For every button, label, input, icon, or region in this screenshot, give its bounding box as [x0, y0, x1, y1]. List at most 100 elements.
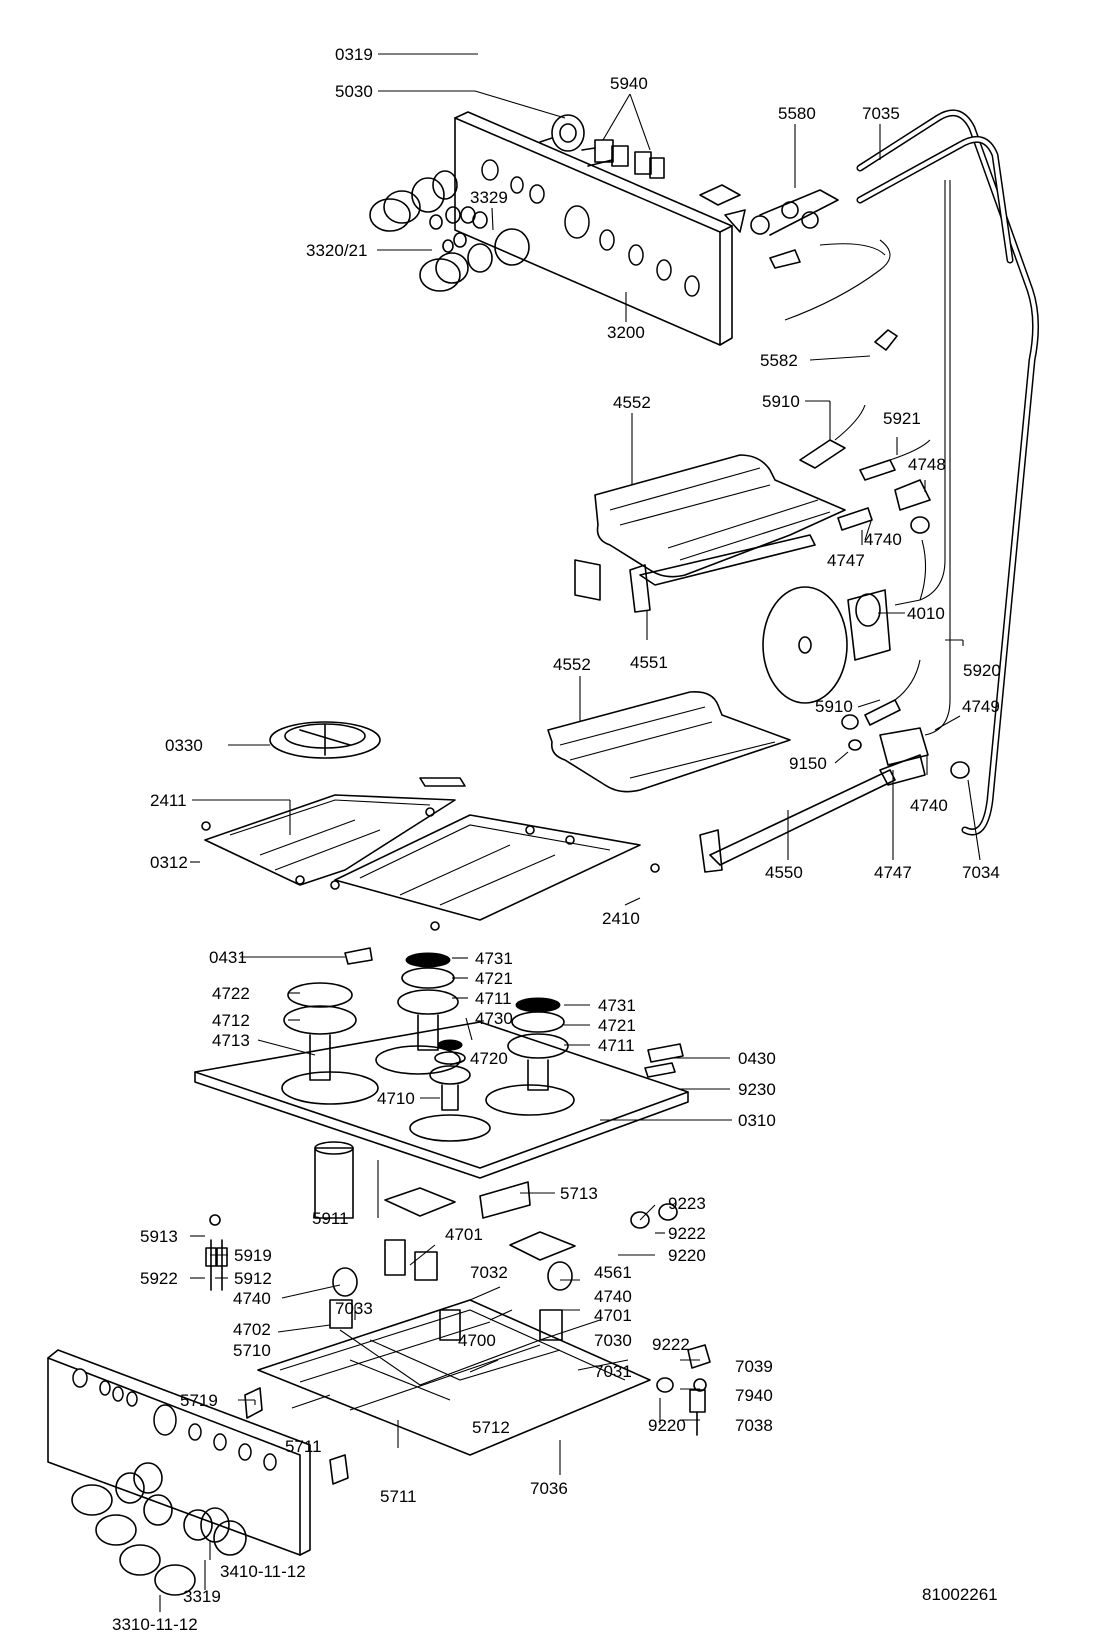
- label-4701-b: 4701: [594, 1306, 632, 1325]
- pan-support-2411: [204, 794, 456, 886]
- label-0430: 0430: [738, 1049, 776, 1068]
- rubber-feet-0312: [201, 807, 660, 931]
- label-4552-upper: 4552: [613, 393, 651, 412]
- injector-5911: [314, 1141, 354, 1219]
- label-9222-b: 9222: [652, 1335, 690, 1354]
- label-5913: 5913: [140, 1227, 178, 1246]
- label-4722: 4722: [212, 984, 250, 1003]
- label-0319: 0319: [335, 45, 373, 64]
- label-4710: 4710: [377, 1089, 415, 1108]
- label-7032: 7032: [470, 1263, 508, 1282]
- label-4701-a: 4701: [445, 1225, 483, 1244]
- label-4748: 4748: [908, 455, 946, 474]
- thermostat-5030: [539, 114, 585, 152]
- label-7038: 7038: [735, 1416, 773, 1435]
- label-5580: 5580: [778, 104, 816, 123]
- label-7031: 7031: [594, 1362, 632, 1381]
- label-2411: 2411: [150, 791, 187, 810]
- label-7034: 7034: [962, 863, 1000, 882]
- label-5711-b: 5711: [380, 1487, 417, 1506]
- label-4010: 4010: [907, 604, 945, 623]
- label-4730: 4730: [475, 1009, 513, 1028]
- label-4711-b: 4711: [598, 1036, 635, 1055]
- label-4731-a: 4731: [475, 949, 513, 968]
- label-5582: 5582: [760, 351, 798, 370]
- document-number: 81002261: [922, 1585, 998, 1604]
- label-4721-a: 4721: [475, 969, 513, 988]
- gas-pipes: [856, 109, 1040, 836]
- label-4740-upper: 4740: [864, 530, 902, 549]
- label-5910-lower: 5910: [815, 697, 853, 716]
- label-4550: 4550: [765, 863, 803, 882]
- label-9223: 9223: [668, 1194, 706, 1213]
- label-5713: 5713: [560, 1184, 598, 1203]
- electrodes-5910: [799, 404, 931, 751]
- thermocouple-5582: [784, 239, 898, 351]
- label-5910-upper: 5910: [762, 392, 800, 411]
- label-7030: 7030: [594, 1331, 632, 1350]
- label-0330: 0330: [165, 736, 203, 755]
- label-4551: 4551: [630, 653, 668, 672]
- label-5919: 5919: [234, 1246, 272, 1265]
- label-4749: 4749: [962, 697, 1000, 716]
- burner-small-4730: [429, 1039, 471, 1111]
- label-4747-lower: 4747: [874, 863, 912, 882]
- control-panel-3200: [454, 111, 733, 346]
- label-9220-a: 9220: [668, 1246, 706, 1265]
- label-4740-right: 4740: [594, 1287, 632, 1306]
- label-5711-a: 5711: [285, 1437, 322, 1456]
- fan-4010: [762, 586, 891, 704]
- label-5911: 5911: [312, 1209, 349, 1228]
- knobs-top: [369, 170, 530, 292]
- chassis-7036: [257, 1299, 651, 1456]
- label-3329: 3329: [470, 188, 508, 207]
- label-5921: 5921: [883, 409, 921, 428]
- label-0312: 0312: [150, 853, 188, 872]
- label-5710: 5710: [233, 1341, 271, 1360]
- burner-4731-b: [507, 997, 569, 1091]
- label-4720: 4720: [470, 1049, 508, 1068]
- label-5719: 5719: [180, 1391, 218, 1410]
- fittings-7038-7939: [630, 1203, 711, 1436]
- label-5920: 5920: [963, 661, 1001, 680]
- switches-5940: [581, 139, 665, 179]
- gas-taps-5580: [699, 184, 839, 269]
- label-3410-11-12: 3410-11-12: [220, 1562, 306, 1581]
- label-4552-lower: 4552: [553, 655, 591, 674]
- label-5922: 5922: [140, 1269, 178, 1288]
- label-3200: 3200: [607, 323, 645, 342]
- label-0310: 0310: [738, 1111, 776, 1130]
- label-4700: 4700: [458, 1331, 496, 1350]
- label-7035: 7035: [862, 104, 900, 123]
- oven-liner-lower-4552: [547, 690, 791, 793]
- label-3320-21: 3320/21: [306, 241, 367, 260]
- label-7940: 7940: [735, 1386, 773, 1405]
- burner-large-4722: [283, 982, 357, 1081]
- label-4713: 4713: [212, 1031, 250, 1050]
- leader-lines: [159, 53, 981, 1612]
- label-4711-a: 4711: [475, 989, 512, 1008]
- label-5712: 5712: [472, 1418, 510, 1437]
- clips-0430-0431: [344, 947, 684, 1078]
- label-4702: 4702: [233, 1320, 271, 1339]
- label-9230: 9230: [738, 1080, 776, 1099]
- label-4561: 4561: [594, 1263, 632, 1282]
- electrodes-5912: [205, 1214, 228, 1291]
- label-9150: 9150: [789, 754, 827, 773]
- label-3319: 3319: [183, 1587, 221, 1606]
- label-4740-mid: 4740: [910, 796, 948, 815]
- label-5030: 5030: [335, 82, 373, 101]
- front-panel-bottom: [47, 1349, 311, 1556]
- oven-liner-upper-4552: [594, 454, 846, 578]
- burner-4731-a: [397, 952, 459, 1051]
- label-4721-b: 4721: [598, 1016, 636, 1035]
- part-number-labels: 0319 5030 5940 5580 7035 3329 3320/21 32…: [112, 45, 1001, 1634]
- label-9220-b: 9220: [648, 1416, 686, 1435]
- label-0431: 0431: [209, 948, 247, 967]
- brackets: [384, 1181, 576, 1261]
- knobs-bottom: [71, 1462, 247, 1596]
- label-9222-a: 9222: [668, 1224, 706, 1243]
- label-7036: 7036: [530, 1479, 568, 1498]
- label-2410: 2410: [602, 909, 640, 928]
